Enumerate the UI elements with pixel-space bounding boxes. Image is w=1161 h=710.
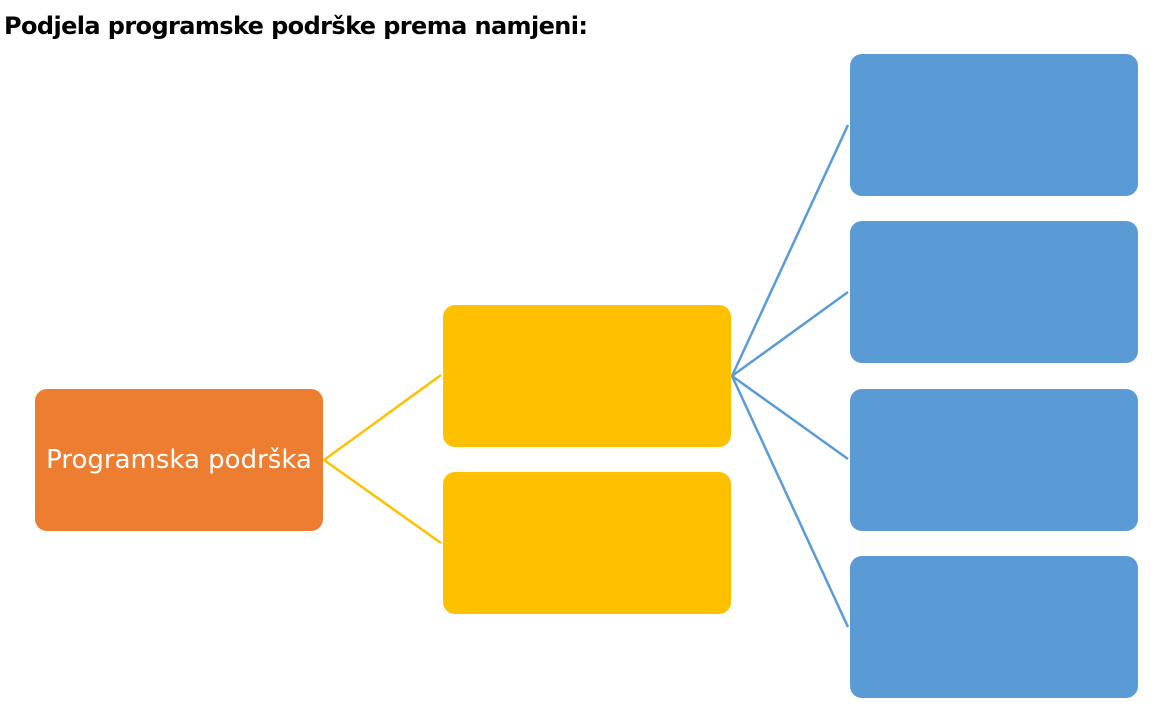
- level2-node-3[interactable]: [850, 389, 1138, 531]
- root-node[interactable]: Programska podrška: [35, 389, 323, 531]
- connector-level1-to-level2-d: [730, 375, 850, 628]
- connector-level1-to-level2-b: [731, 290, 849, 378]
- level1-node-1[interactable]: [443, 305, 731, 447]
- connector-level1-to-level2-c: [731, 374, 849, 461]
- level2-node-4[interactable]: [850, 556, 1138, 698]
- root-node-label: Programska podrška: [46, 445, 312, 475]
- connector-level1-to-level2-a: [730, 124, 850, 377]
- connector-root-to-level1-b: [323, 458, 442, 545]
- level2-node-1[interactable]: [850, 54, 1138, 196]
- level2-node-2[interactable]: [850, 221, 1138, 363]
- page-title: Podjela programske podrške prema namjeni…: [4, 12, 588, 40]
- level1-node-2[interactable]: [443, 472, 731, 614]
- connector-root-to-level1-a: [323, 373, 442, 462]
